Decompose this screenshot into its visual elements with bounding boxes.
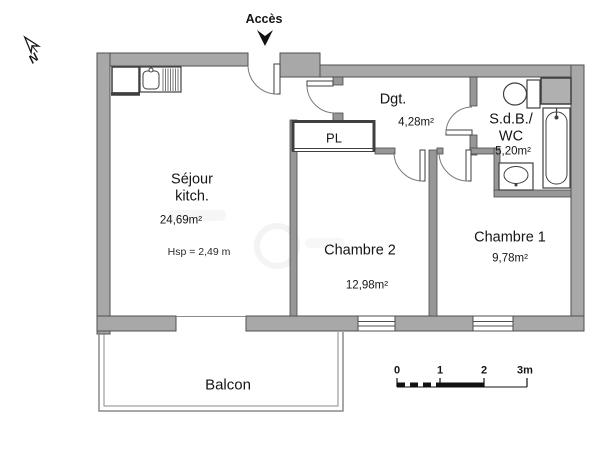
- scale-label-0: 0: [393, 364, 401, 377]
- wall-right: [570, 64, 585, 332]
- wall-bottom-2: [245, 315, 359, 332]
- bathtub-icon: [542, 107, 571, 189]
- scale-label-2: 2: [480, 364, 488, 377]
- sdb-name: S.d.B./ WC: [489, 111, 533, 144]
- sejour-area: 24,69m²: [159, 214, 203, 227]
- chambre1-door-leaf: [465, 149, 472, 182]
- entrance-door-arc: [247, 65, 278, 95]
- wall-bottom-3: [394, 315, 474, 332]
- sejour-dgt-door-arc: [306, 85, 336, 114]
- balcony-railing: [98, 332, 344, 412]
- chambre1-area: 9,78m²: [492, 252, 528, 265]
- access-arrow-icon: [257, 30, 273, 46]
- balcon-label: Balcon: [205, 376, 251, 394]
- chambre2-door-leaf: [419, 149, 426, 182]
- sejour-dgt-door-leaf: [306, 80, 334, 87]
- scale-label-3m: 3m: [517, 364, 533, 377]
- kitchen-unit-icon: [111, 66, 182, 96]
- entrance-door-leaf: [273, 63, 281, 95]
- degagement-name: Dgt.: [379, 91, 407, 108]
- drainer-hatch-icon: [162, 68, 179, 91]
- wall-chambre2-chambre1: [428, 149, 438, 317]
- access-label: Accès: [245, 11, 283, 26]
- sejour-ceiling-height: Hsp = 2,49 m: [167, 245, 231, 258]
- chambre2-name: Chambre 2: [324, 242, 396, 259]
- chambre2-door-arc: [393, 151, 424, 182]
- wall-top-notch: [279, 52, 321, 78]
- duct-column: [540, 77, 572, 105]
- wall-sdb-bottom: [493, 189, 572, 198]
- sdb-door-leaf: [445, 129, 473, 136]
- wall-bottom-1: [96, 315, 177, 332]
- wall-dgt-stub: [436, 147, 444, 155]
- chambre1-door-arc: [438, 151, 469, 182]
- placard-label: PL: [326, 130, 342, 146]
- scale-label-1: 1: [436, 364, 444, 377]
- washbasin-icon: [498, 162, 534, 191]
- wall-bottom-4: [512, 315, 585, 332]
- closet-outline: [291, 120, 376, 152]
- toilet-icon: [502, 79, 541, 109]
- sdb-door-arc: [445, 106, 473, 134]
- wall-sdb-bottom-stub: [469, 147, 497, 155]
- chambre2-area: 12,98m²: [345, 279, 389, 292]
- wall-top-left: [96, 52, 249, 67]
- wall-sdb-left-lower: [469, 134, 478, 156]
- scale-bar: [396, 378, 528, 388]
- wall-hinge-stub-top: [332, 76, 344, 86]
- sejour-name: Séjour kitch.: [171, 171, 213, 204]
- chambre1-name: Chambre 1: [474, 229, 546, 246]
- wall-left: [96, 52, 111, 335]
- wall-dgt-chambre2: [374, 147, 396, 155]
- wall-top-right: [319, 64, 585, 78]
- wall-sdb-left-upper: [469, 76, 478, 107]
- window-chambre1: [472, 315, 514, 332]
- degagement-area: 4,28m²: [398, 116, 434, 129]
- window-chambre2: [357, 315, 396, 332]
- sdb-area: 5,20m²: [495, 145, 531, 158]
- north-arrow-icon: [23, 35, 42, 55]
